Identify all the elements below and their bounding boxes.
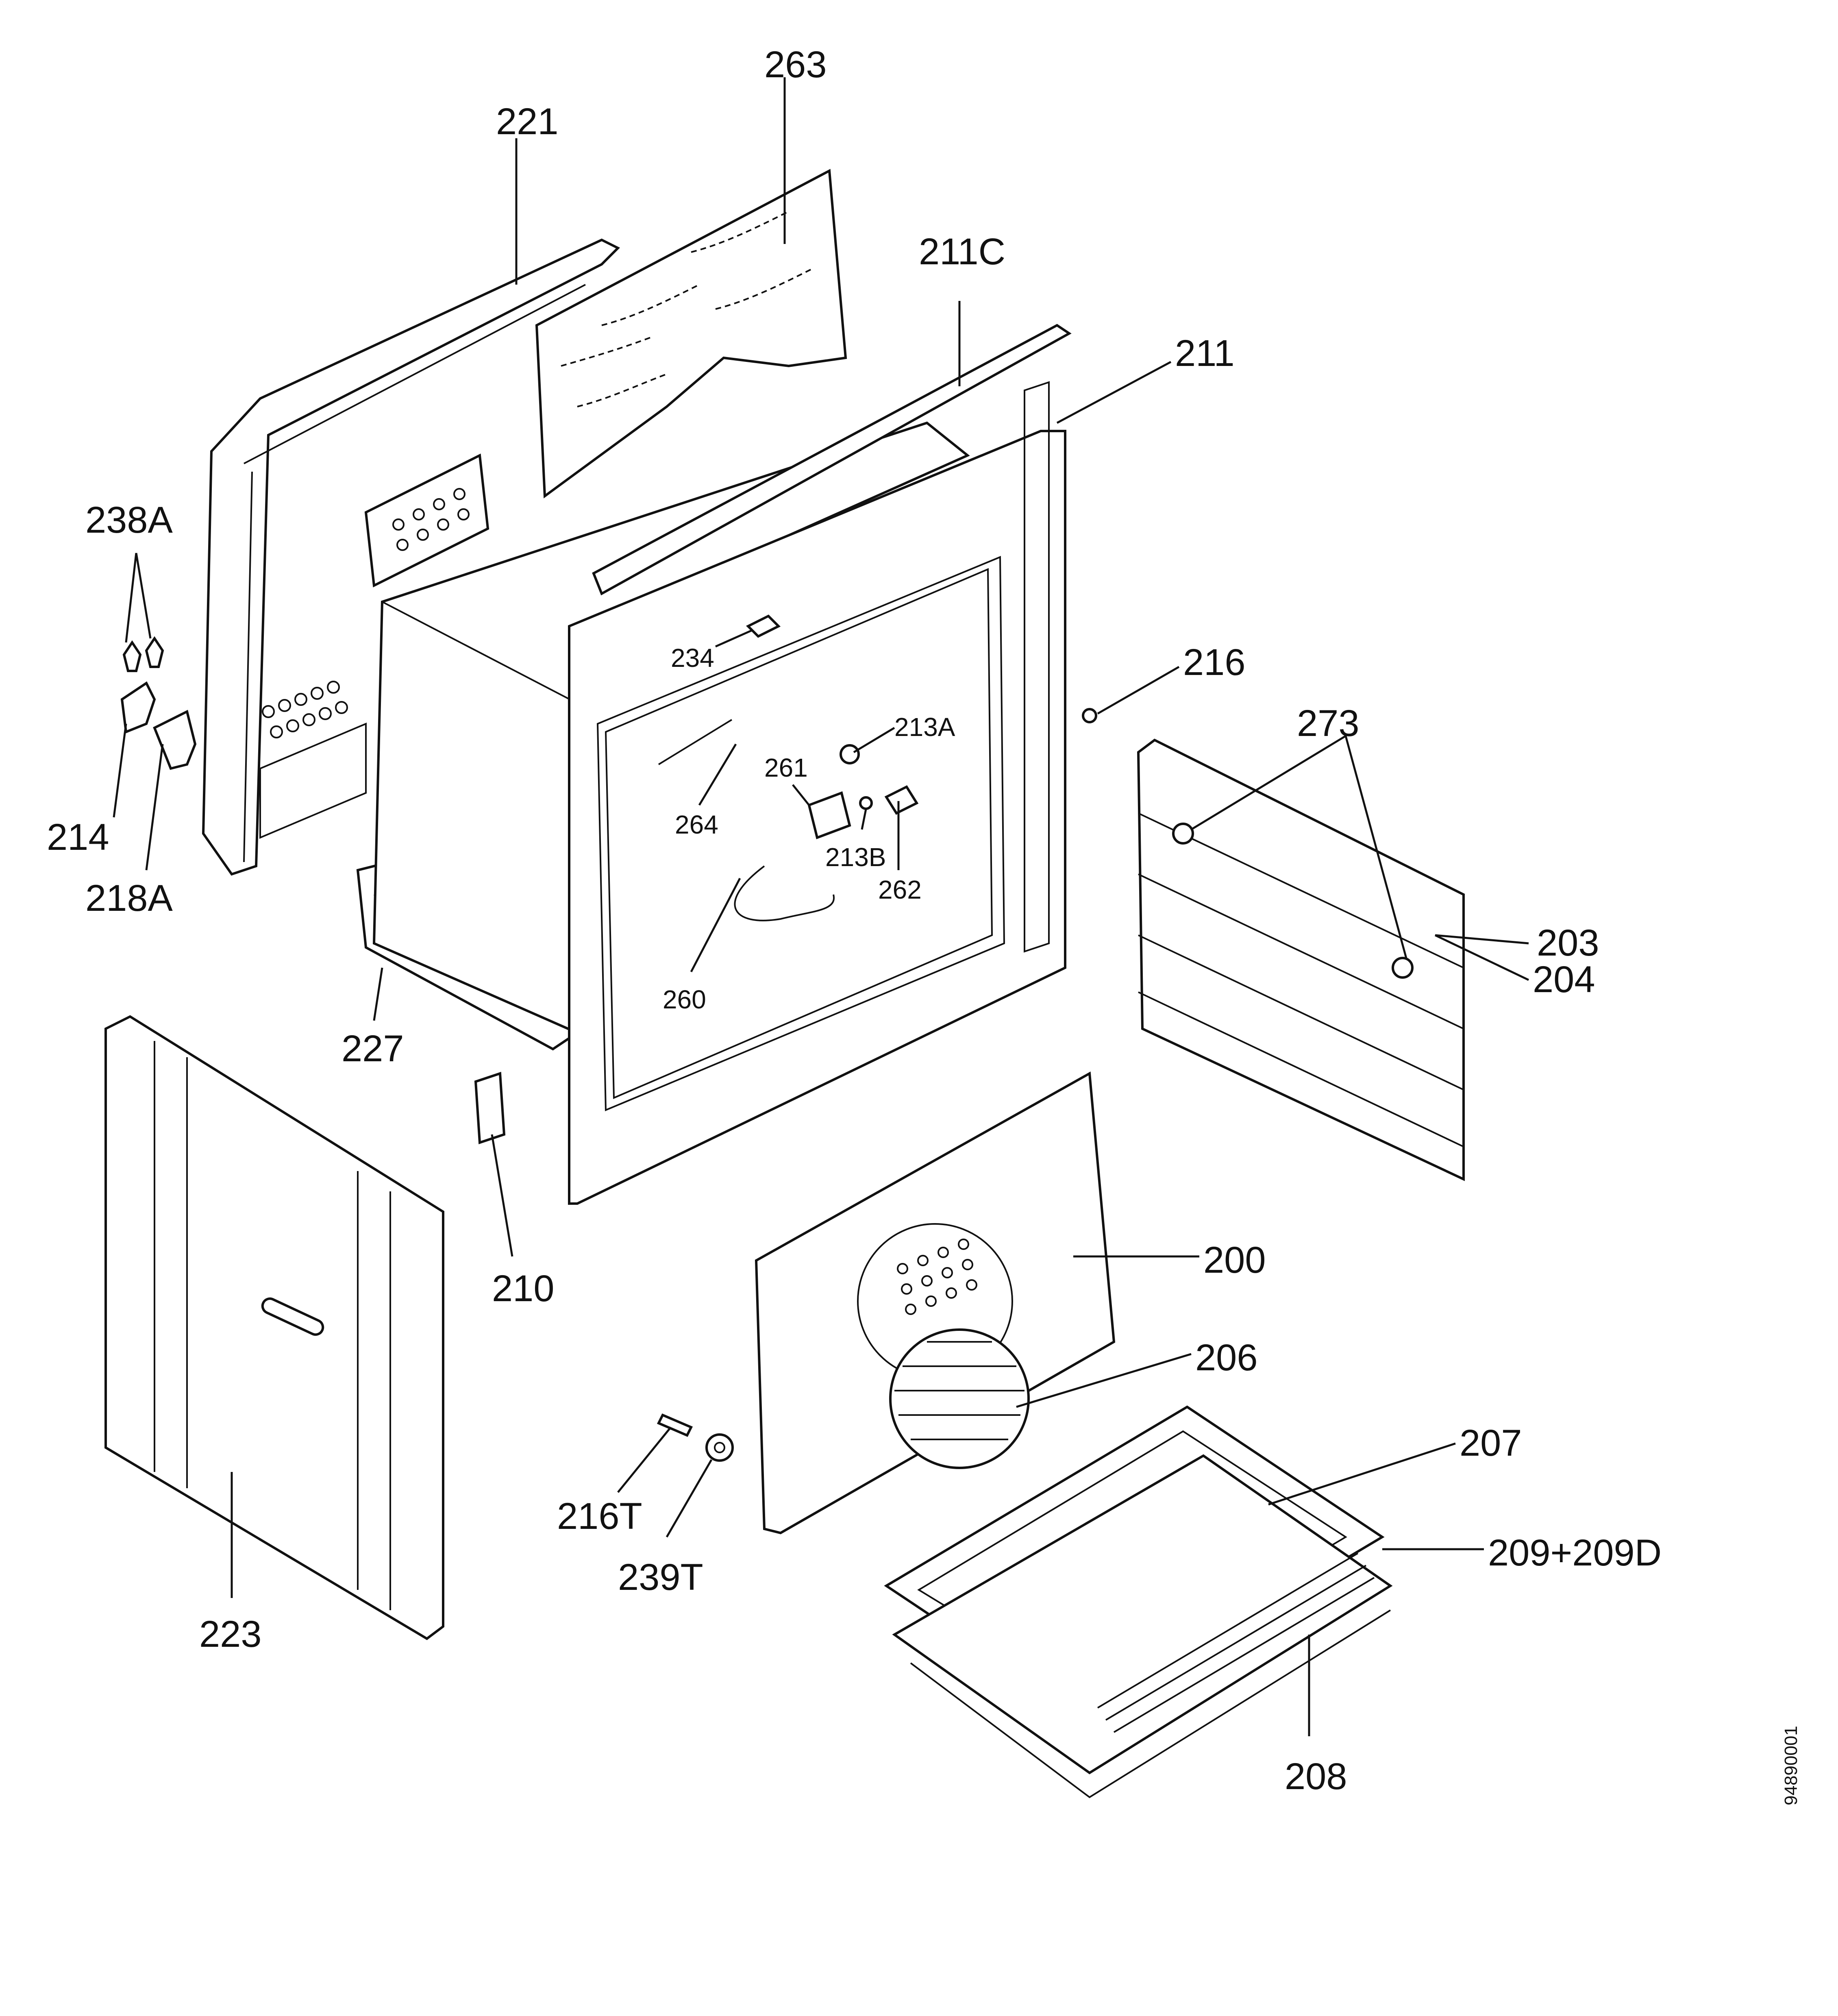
label-263: 263 — [764, 44, 827, 85]
label-239T: 239T — [618, 1557, 703, 1598]
part-206-fan-grille — [889, 1328, 1030, 1469]
label-221: 221 — [496, 101, 559, 142]
label-209: 209+209D — [1488, 1532, 1662, 1574]
label-223: 223 — [199, 1613, 262, 1655]
part-211C-top-trim — [592, 324, 1072, 596]
label-207: 207 — [1460, 1422, 1522, 1464]
label-206: 206 — [1195, 1337, 1258, 1378]
label-200: 200 — [1203, 1239, 1266, 1281]
leader-lines — [113, 77, 1529, 1736]
label-227: 227 — [341, 1028, 404, 1069]
side-vent-block — [364, 453, 489, 588]
part-221-side-panel — [202, 238, 620, 876]
label-213A: 213A — [894, 712, 955, 742]
label-238A: 238A — [85, 499, 173, 541]
document-id: 94890001 — [1781, 1726, 1801, 1805]
part-216T-pin — [657, 1413, 693, 1437]
label-211: 211 — [1175, 333, 1235, 374]
part-218A-bracket — [153, 710, 197, 770]
part-216-screw — [1082, 708, 1097, 723]
label-216T: 216T — [557, 1496, 642, 1537]
label-262: 262 — [878, 875, 922, 904]
label-203: 203 — [1537, 922, 1599, 964]
label-213B: 213B — [825, 843, 886, 872]
part-239T-nut — [705, 1433, 734, 1462]
label-211C: 211C — [919, 231, 1005, 272]
part-273-shelf-rack — [1137, 738, 1465, 1181]
label-260: 260 — [663, 985, 706, 1014]
part-263-top-insulation — [535, 169, 847, 499]
part-210-clip — [474, 1071, 506, 1145]
label-273: 273 — [1297, 703, 1359, 744]
label-214: 214 — [47, 816, 109, 858]
label-261: 261 — [764, 753, 808, 782]
label-264: 264 — [675, 810, 718, 839]
label-204: 204 — [1533, 959, 1595, 1000]
label-218A: 218A — [85, 877, 173, 919]
part-labels: 263 221 211C 211 238A 216 273 234 213A 2… — [47, 44, 1662, 1797]
part-223-door-panel — [104, 1015, 444, 1640]
part-238A-clips — [122, 636, 164, 672]
label-210: 210 — [492, 1268, 555, 1309]
internal-components — [658, 614, 919, 921]
part-208-baking-tray — [892, 1454, 1393, 1798]
label-208: 208 — [1285, 1756, 1347, 1797]
label-216: 216 — [1183, 642, 1246, 683]
label-234: 234 — [671, 643, 714, 673]
